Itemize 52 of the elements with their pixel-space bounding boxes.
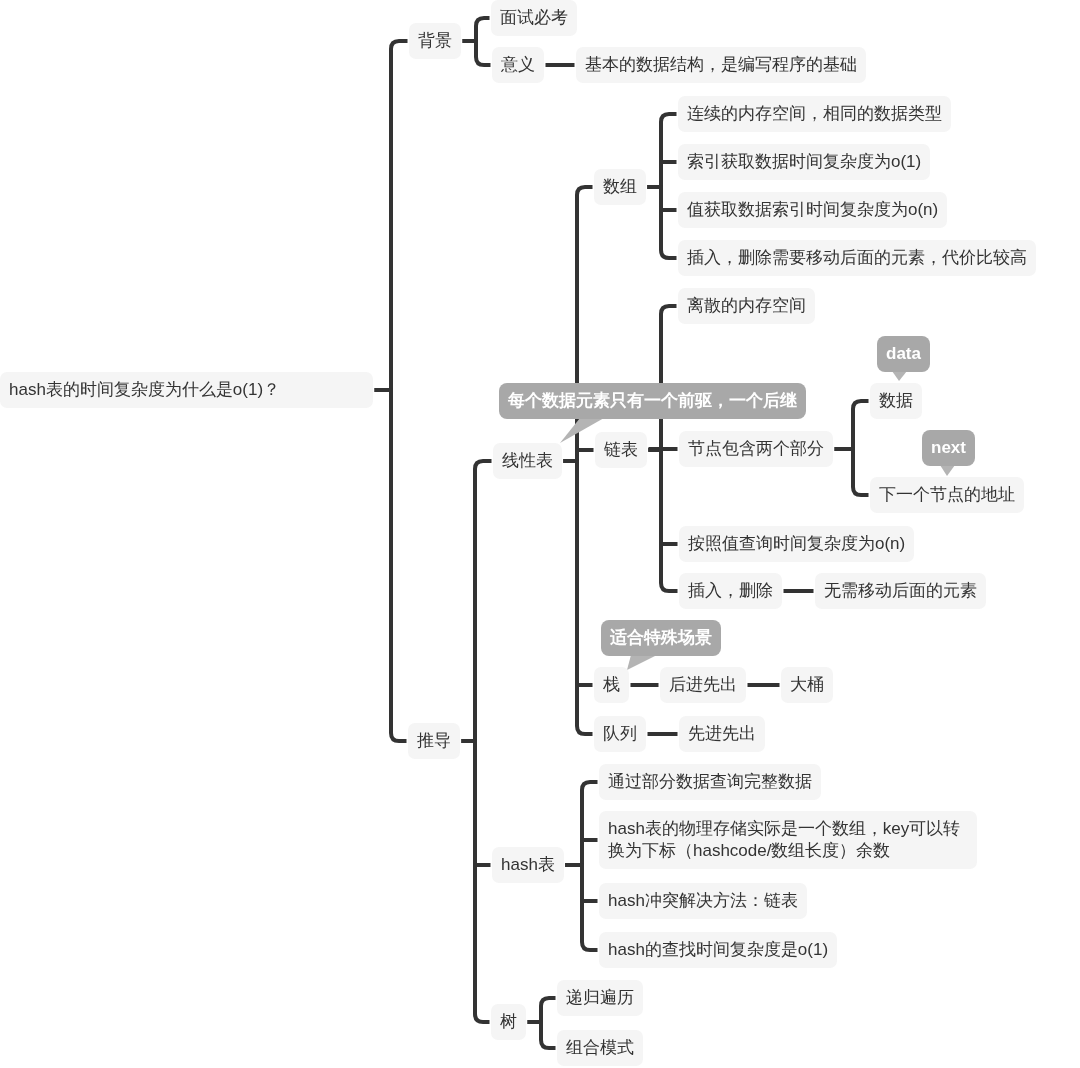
topic-box: 基本的数据结构，是编写程序的基础 [576, 47, 866, 83]
topic-box: 队列 [594, 716, 646, 752]
callout-bubble: next [922, 430, 975, 466]
topic-box: 线性表 [493, 443, 562, 479]
connector-line [647, 185, 677, 260]
topic-box: 树 [491, 1004, 526, 1040]
connector-line [834, 447, 869, 497]
connector-line [565, 863, 598, 952]
topic-box: 按照值查询时间复杂度为o(n) [679, 526, 915, 562]
topic-box: 插入，删除 [679, 573, 782, 609]
topic-box: 先进先出 [679, 716, 765, 752]
topic-box: 链表 [595, 432, 647, 468]
topic-box: 下一个节点的地址 [870, 477, 1024, 513]
central-topic: hash表的时间复杂度为什么是o(1)？ [0, 372, 373, 408]
callout-bubble: data [877, 336, 930, 372]
connector-line [783, 589, 814, 593]
connector-line [461, 739, 490, 1024]
connector-line [648, 448, 678, 593]
connector-line [545, 63, 575, 67]
connector-line [630, 683, 659, 687]
connector-line [527, 1020, 556, 1050]
topic-box: 通过部分数据查询完整数据 [599, 764, 821, 800]
topic-box: 插入，删除需要移动后面的元素，代价比较高 [678, 240, 1036, 276]
topic-box: 数组 [594, 169, 646, 205]
connector-line [648, 447, 678, 451]
connector-line [374, 388, 407, 743]
topic-box: 大桶 [781, 667, 833, 703]
connector-line [747, 683, 780, 687]
topic-box: 栈 [594, 667, 629, 703]
topic-box: hash冲突解决方法：链表 [599, 883, 807, 919]
topic-box: 递归遍历 [557, 980, 643, 1016]
topic-box: 节点包含两个部分 [679, 431, 833, 467]
callout-bubble: 每个数据元素只有一个前驱，一个后继 [499, 383, 806, 419]
connector-line [462, 39, 491, 67]
topic-box: 后进先出 [660, 667, 746, 703]
topic-box: 无需移动后面的元素 [815, 573, 986, 609]
topic-box: 组合模式 [557, 1030, 643, 1066]
topic-box: 索引获取数据时间复杂度为o(1) [678, 144, 931, 180]
topic-box: 数据 [870, 383, 922, 419]
topic-box: hash表 [492, 847, 564, 883]
topic-box: 离散的内存空间 [678, 288, 815, 324]
topic-box: hash表的物理存储实际是一个数组，key可以转换为下标（hashcode/数组长度）余数 [599, 811, 977, 869]
topic-box: 面试必考 [491, 0, 577, 36]
callout-bubble: 适合特殊场景 [601, 620, 721, 656]
topic-box: hash的查找时间复杂度是o(1) [599, 932, 838, 968]
topic-box: 背景 [409, 23, 461, 59]
topic-box: 值获取数据索引时间复杂度为o(n) [678, 192, 948, 228]
topic-box: 意义 [492, 47, 544, 83]
connector-line [647, 732, 678, 736]
topic-box: 连续的内存空间，相同的数据类型 [678, 96, 951, 132]
connector-line [563, 459, 593, 736]
topic-box: 推导 [408, 723, 460, 759]
